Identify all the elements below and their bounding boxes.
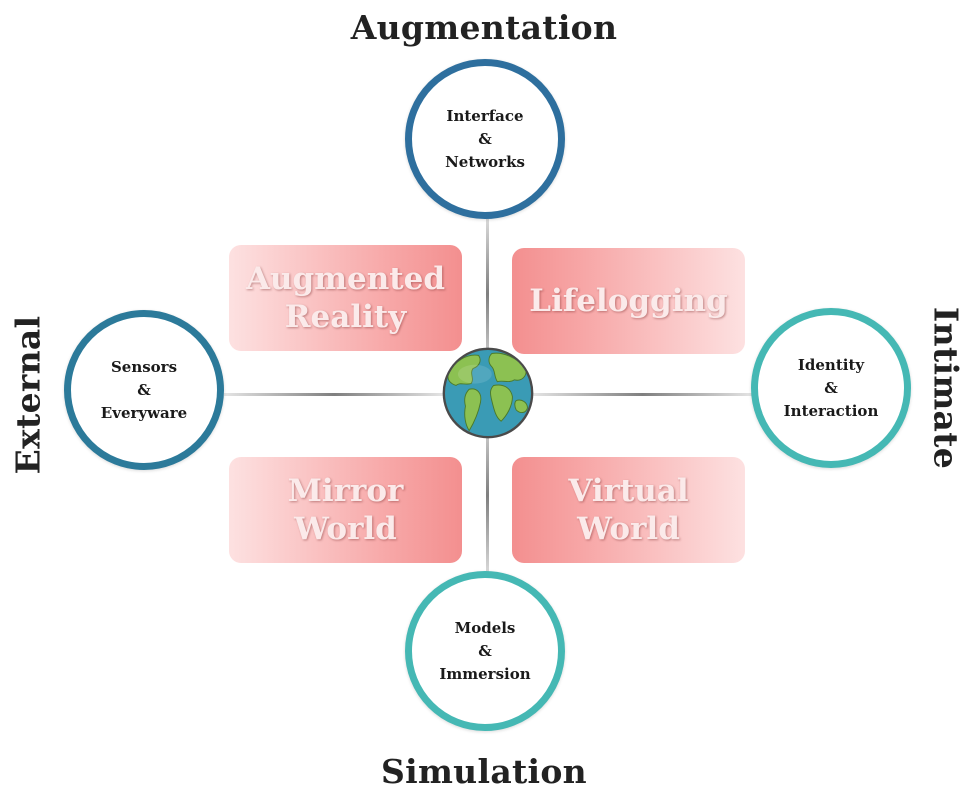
circle-text-line3: Interaction xyxy=(783,401,879,420)
quadrant-text-line2: World xyxy=(577,511,680,547)
circle-text-line1: Models xyxy=(454,618,516,637)
circle-text-line3: Everyware xyxy=(100,403,188,422)
quadrant-text-line1: Mirror xyxy=(287,473,404,509)
quadrant-text-line1: Augmented xyxy=(245,261,446,297)
circle-interface-networks: Interface & Networks xyxy=(405,59,565,219)
circle-models-immersion: Models & Immersion xyxy=(405,571,565,731)
circle-text-line1: Sensors xyxy=(110,357,178,376)
circle-text-line2: & xyxy=(137,380,151,399)
circle-text-line3: Networks xyxy=(445,152,525,171)
circle-text-line2: & xyxy=(824,378,838,397)
quadrant-text-line1: Lifelogging xyxy=(529,283,728,319)
quadrant-text-line2: Reality xyxy=(284,299,407,335)
axis-label-simulation: Simulation xyxy=(381,752,587,791)
circle-text-line1: Identity xyxy=(797,355,865,374)
globe-icon xyxy=(442,347,534,439)
quadrant-mirror-world: Mirror World xyxy=(229,457,462,563)
circle-text-line3: Immersion xyxy=(439,664,531,683)
quadrant-lifelogging: Lifelogging xyxy=(512,248,745,354)
axis-label-augmentation: Augmentation xyxy=(350,8,618,47)
circle-text-line1: Interface xyxy=(446,106,524,125)
quadrant-virtual-world: Virtual World xyxy=(512,457,745,563)
axis-label-intimate: Intimate xyxy=(926,306,966,470)
circle-text-line2: & xyxy=(478,129,492,148)
quadrant-augmented-reality: Augmented Reality xyxy=(229,245,462,351)
axis-label-external: External xyxy=(8,315,48,475)
quadrant-text-line1: Virtual xyxy=(568,473,689,509)
circle-sensors-everyware: Sensors & Everyware xyxy=(64,310,224,470)
vertical-axis-line-top xyxy=(486,219,489,369)
horizontal-axis-line-left xyxy=(224,393,444,396)
circle-text-line2: & xyxy=(478,641,492,660)
vertical-axis-line-bottom xyxy=(486,418,489,573)
quadrant-text-line2: World xyxy=(294,511,397,547)
circle-identity-interaction: Identity & Interaction xyxy=(751,308,911,468)
horizontal-axis-line-right xyxy=(532,393,753,396)
